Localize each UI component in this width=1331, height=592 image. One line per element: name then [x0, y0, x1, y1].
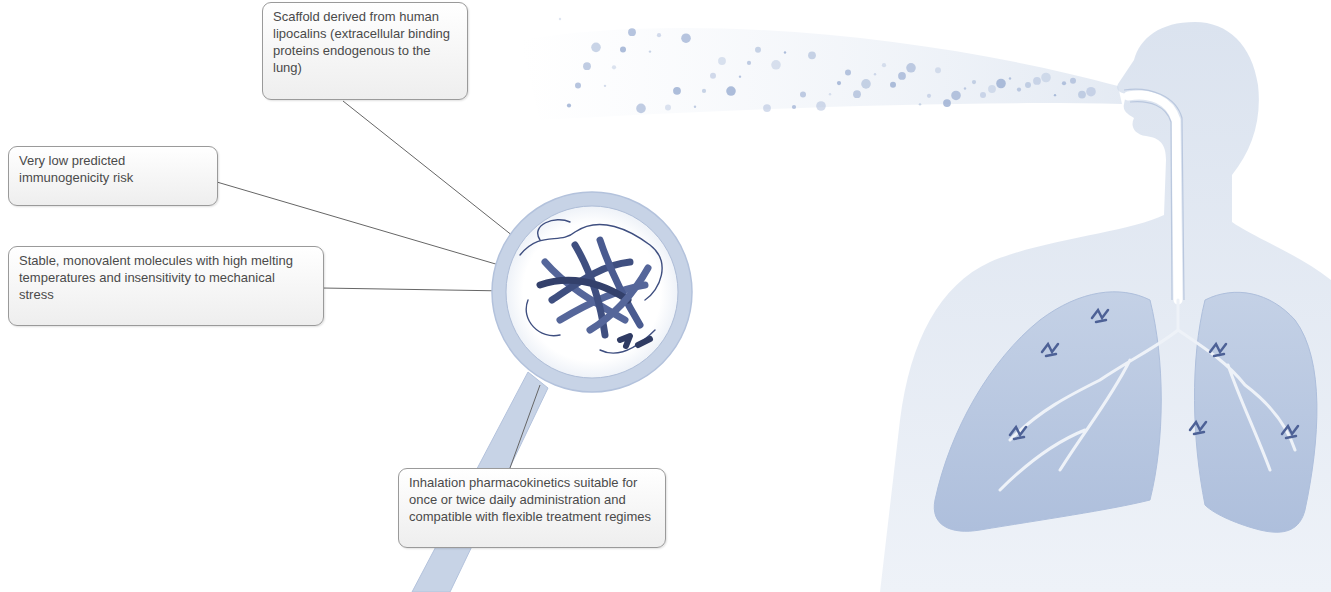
spray-droplet — [951, 91, 961, 101]
spray-droplet — [710, 73, 716, 79]
spray-droplet — [604, 85, 606, 87]
spray-droplet — [1078, 91, 1086, 99]
spray-droplet — [681, 33, 691, 43]
spray-droplet — [861, 79, 871, 89]
spray-droplet — [1070, 78, 1076, 84]
molecule-icons — [1010, 310, 1298, 439]
left-lung — [934, 292, 1161, 531]
spray-droplet — [649, 50, 651, 52]
spray-droplet — [1033, 77, 1041, 85]
spray-droplet — [1009, 77, 1011, 79]
spray-droplet — [567, 103, 571, 107]
spray-droplet — [898, 72, 906, 80]
callout-text: Very low predicted immunogenicity risk — [19, 153, 207, 187]
spray-droplet — [628, 28, 636, 36]
magnifier-rim — [492, 192, 692, 392]
spray-droplet — [882, 63, 886, 67]
spray-droplet — [988, 85, 996, 93]
spray-droplet — [853, 90, 861, 98]
spray-droplet — [583, 62, 591, 70]
spray-droplet — [739, 75, 741, 77]
callout-text: Inhalation pharmacokinetics suitable for… — [409, 475, 655, 526]
spray-droplet — [1062, 81, 1066, 85]
spray-droplet — [673, 87, 681, 95]
spray-droplet — [726, 86, 736, 96]
spray-droplet — [874, 73, 876, 75]
spray-droplet — [996, 79, 1006, 89]
spray-droplet — [792, 105, 796, 109]
person-silhouette — [880, 22, 1331, 592]
spray-droplet — [808, 51, 816, 59]
spray-droplet — [816, 101, 826, 111]
airway-outline — [1124, 89, 1184, 300]
spray-droplet — [927, 94, 931, 98]
spray-droplet — [906, 63, 916, 73]
spray-droplet — [972, 80, 976, 84]
spray-droplet — [591, 43, 601, 53]
spray-droplet — [943, 99, 951, 107]
right-lung — [1194, 292, 1316, 532]
spray-droplet — [919, 103, 921, 105]
spray-droplet — [702, 89, 706, 93]
spray-droplet — [747, 61, 751, 65]
magnifier-lens — [506, 206, 678, 378]
feature-callout-box: Stable, monovalent molecules with high m… — [8, 246, 324, 326]
spray-droplet — [694, 106, 696, 108]
spray-droplet — [755, 47, 761, 53]
spray-droplet — [784, 51, 786, 53]
spray-droplet — [890, 82, 896, 88]
spray-droplet — [620, 46, 626, 52]
feature-callout-box: Scaffold derived from human lipocalins (… — [262, 2, 468, 100]
callout-text: Scaffold derived from human lipocalins (… — [273, 9, 457, 77]
bronchi — [1000, 300, 1295, 490]
spray-droplet — [800, 91, 806, 97]
spray-droplet — [1025, 82, 1031, 88]
spray-droplet — [718, 57, 726, 65]
spray-droplet — [1086, 87, 1096, 97]
spray-droplet — [559, 18, 561, 20]
spray-droplet — [980, 92, 986, 98]
spray-droplet — [763, 104, 771, 112]
spray-plume — [520, 28, 1122, 120]
callout-text: Stable, monovalent molecules with high m… — [19, 253, 313, 304]
spray-droplet — [771, 60, 781, 70]
spray-droplet — [1054, 94, 1056, 96]
spray-droplet — [612, 65, 616, 69]
spray-droplet — [575, 83, 581, 89]
spray-droplet — [964, 87, 966, 89]
spray-droplet — [935, 67, 941, 73]
feature-callout-box: Inhalation pharmacokinetics suitable for… — [398, 468, 666, 548]
spray-droplet — [1017, 87, 1021, 91]
spray-droplet — [657, 33, 661, 37]
spray-droplet — [837, 81, 841, 85]
protein-ribbon — [520, 220, 662, 354]
spray-droplets — [559, 18, 1096, 113]
feature-callout-box: Very low predicted immunogenicity risk — [8, 146, 218, 206]
spray-droplet — [665, 105, 671, 111]
spray-droplet — [829, 93, 831, 95]
spray-droplet — [1041, 73, 1051, 83]
spray-droplet — [845, 70, 851, 76]
spray-droplet — [636, 104, 646, 114]
